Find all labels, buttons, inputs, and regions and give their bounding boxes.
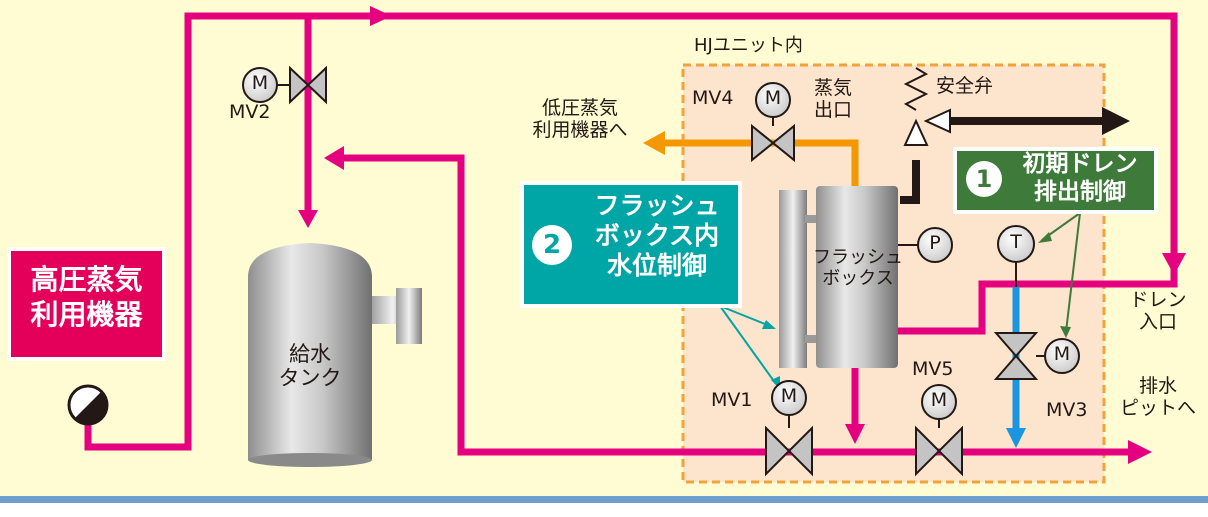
flash-box-label: フラッシュ ボックス bbox=[813, 247, 903, 289]
high-pressure-user-box bbox=[7, 247, 166, 361]
low-pressure-arrow bbox=[643, 131, 665, 155]
mv3-motor-letter: M bbox=[1053, 343, 1071, 365]
pressure-letter: P bbox=[929, 232, 941, 254]
safety-valve-icon bbox=[903, 67, 951, 146]
high-pressure-user-label: 高圧蒸気 利用機器 bbox=[30, 263, 143, 331]
callout-2-label: フラッシュ ボックス内 水位制御 bbox=[594, 191, 720, 280]
bottom-band-line bbox=[0, 496, 1208, 503]
flash-box bbox=[779, 186, 898, 368]
drain-out-arrow bbox=[1006, 428, 1026, 448]
exhaust-arrow bbox=[1102, 107, 1130, 135]
callout-1-number: 1 bbox=[966, 161, 1002, 197]
mv4-label: MV4 bbox=[692, 87, 734, 109]
exhaust-line bbox=[900, 117, 1104, 204]
valve-mv4-icon bbox=[751, 82, 795, 163]
drain-inlet-label: ドレン 入口 bbox=[1129, 289, 1187, 333]
valve-mv3-icon bbox=[993, 332, 1080, 380]
mv1-motor-letter: M bbox=[780, 385, 798, 407]
temperature-letter: T bbox=[1010, 231, 1022, 253]
mv2-motor-letter: M bbox=[251, 72, 269, 94]
mv3-label: MV3 bbox=[1046, 399, 1088, 421]
valve-mv2-icon bbox=[242, 65, 327, 105]
mv5-motor-letter: M bbox=[930, 389, 948, 411]
pressure-gauge-icon bbox=[917, 227, 953, 263]
mv1-label: MV1 bbox=[711, 389, 753, 411]
unit-area-label: HJユニット内 bbox=[694, 35, 803, 56]
callout-1-label: 初期ドレン 排出制御 bbox=[1022, 151, 1138, 205]
valve-mv5-icon bbox=[915, 384, 963, 477]
callout-2-number: 2 bbox=[532, 225, 572, 265]
feed-tank bbox=[248, 243, 422, 467]
mv2-label: MV2 bbox=[229, 101, 271, 123]
callout-2-arrows bbox=[719, 305, 777, 385]
feed-tank-label: 給水 タンク bbox=[278, 342, 342, 391]
pump-icon bbox=[67, 384, 109, 426]
mv4-motor-letter: M bbox=[764, 87, 782, 109]
safety-valve-label: 安全弁 bbox=[936, 75, 994, 97]
drain-pit-label: 排水 ピットへ bbox=[1119, 375, 1196, 419]
low-pressure-user-label: 低圧蒸気 利用機器へ bbox=[532, 97, 628, 141]
drain-arrows bbox=[298, 6, 1186, 464]
temperature-sensor-icon bbox=[997, 225, 1035, 263]
valve-mv1-icon bbox=[765, 380, 813, 477]
low-pressure-steam-line bbox=[660, 139, 859, 190]
steam-outlet-label: 蒸気 出口 bbox=[813, 77, 852, 121]
mv5-label: MV5 bbox=[912, 358, 954, 380]
